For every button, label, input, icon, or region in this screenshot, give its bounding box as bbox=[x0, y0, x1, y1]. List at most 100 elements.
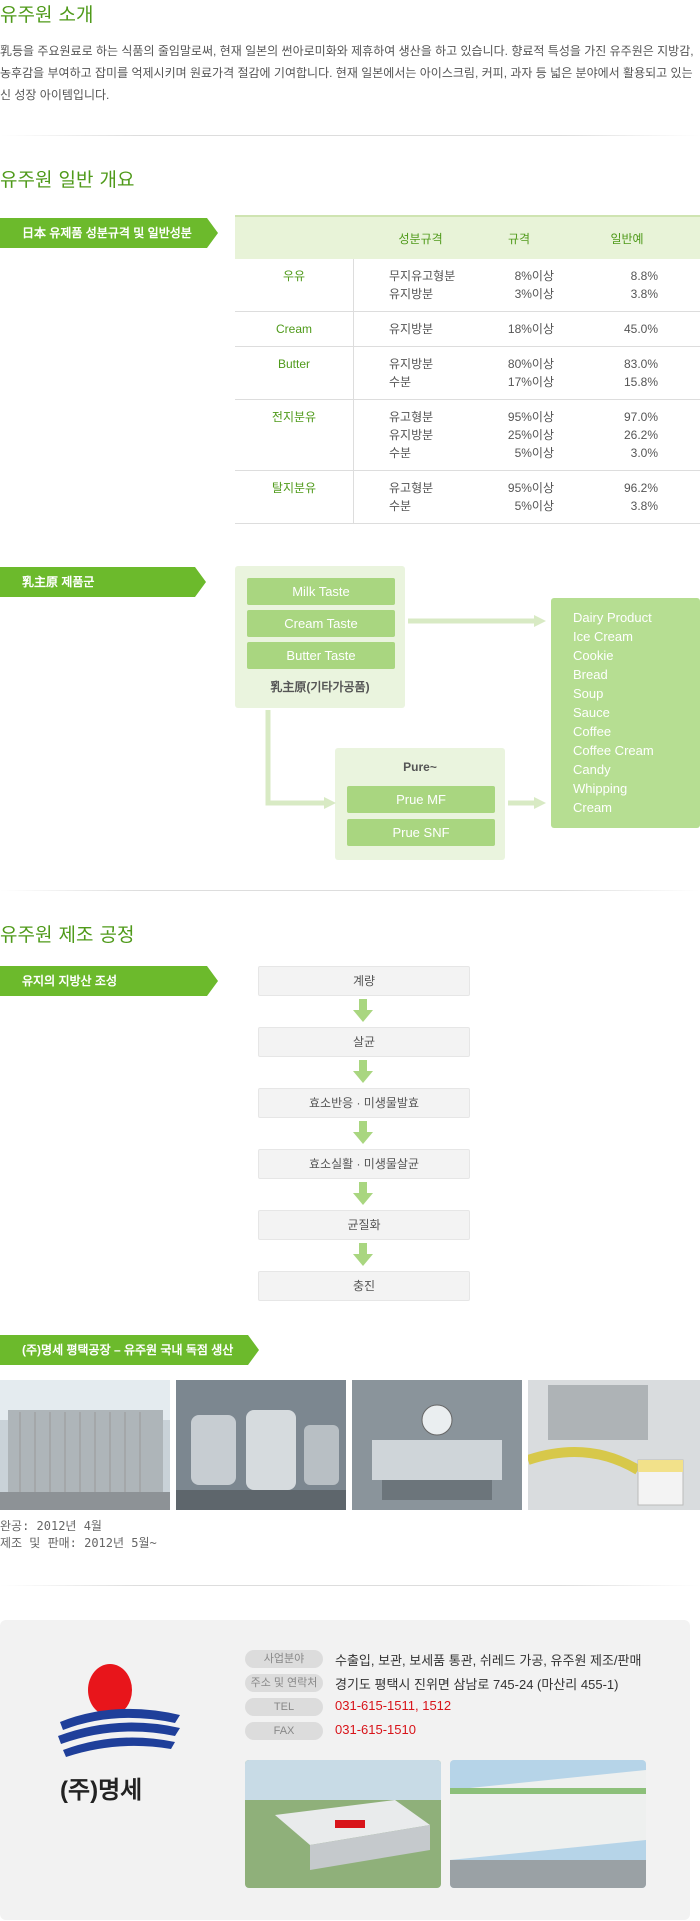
taste-item: Cream Taste bbox=[247, 610, 395, 637]
info-label: TEL bbox=[245, 1698, 323, 1716]
tag-background bbox=[0, 567, 206, 597]
spec-cell: 96.2% 3.8% bbox=[554, 470, 700, 524]
info-label: FAX bbox=[245, 1722, 323, 1740]
pure-title: Pure~ bbox=[403, 760, 437, 774]
info-label: 주소 및 연락처 bbox=[245, 1674, 323, 1692]
overview-title: 유주원 일반 개요 bbox=[0, 169, 135, 191]
spec-cell-line: 3.8% bbox=[630, 287, 658, 301]
header-cell: 성분규격 bbox=[353, 215, 484, 259]
pure-item: Prue MF bbox=[347, 786, 495, 813]
process-arrow-icon bbox=[353, 999, 373, 1022]
spec-cell: 전지분유 bbox=[235, 399, 354, 471]
intro-text: 乳등을 주요원료로 하는 식품의 줄임말로써, 현재 일본의 썬아로미화와 제휴… bbox=[0, 44, 694, 102]
pure-item: Prue SNF bbox=[347, 819, 495, 846]
spec-cell: 95%이상 25%이상 5%이상 bbox=[484, 399, 554, 471]
application-item: Coffee Cream bbox=[573, 743, 654, 758]
process-step: 효소반응 · 미생물발효 bbox=[258, 1088, 470, 1118]
application-item: Cream bbox=[573, 800, 613, 815]
products-tag-label: 乳主原 제품군 bbox=[22, 575, 95, 589]
spec-cell-line: 80%이상 bbox=[507, 357, 554, 371]
spec-cell-line: 유고형분 bbox=[389, 481, 434, 495]
tag-background bbox=[0, 1335, 259, 1365]
spec-cell-line: 유지방분 bbox=[389, 357, 434, 371]
factory-filling-photo bbox=[528, 1380, 700, 1510]
header-cell: 일반예 bbox=[554, 215, 700, 259]
spec-cell: 45.0% bbox=[554, 311, 700, 347]
intro-title: 유주원 소개 bbox=[0, 4, 94, 26]
application-item: Sauce bbox=[573, 705, 610, 720]
spec-cell-line: 무지유고형분 bbox=[389, 269, 456, 283]
spec-cell-line: 26.2% bbox=[623, 428, 658, 442]
taste-item: Butter Taste bbox=[247, 642, 395, 669]
spec-cell-line: 18%이상 bbox=[507, 322, 554, 336]
factory-info: 완공: 2012년 4월 제조 및 판매: 2012년 5월~ bbox=[0, 1518, 157, 1552]
spec-tag-label: 日本 유제품 성분규격 및 일반성분 bbox=[22, 226, 192, 240]
spec-cell: 95%이상 5%이상 bbox=[484, 470, 554, 524]
spec-cell: 탈지분유 bbox=[235, 470, 354, 524]
spec-cell-line: 5%이상 bbox=[514, 499, 554, 513]
factory-tag: (주)명세 평택공장 – 유주원 국내 독점 생산 bbox=[0, 1335, 262, 1365]
taste-item: Milk Taste bbox=[247, 578, 395, 605]
process-arrow-icon bbox=[353, 1060, 373, 1083]
spec-cell: 18%이상 bbox=[484, 311, 554, 347]
factory-completed: 완공: 2012년 4월 bbox=[0, 1519, 102, 1533]
spec-cell-line: 5%이상 bbox=[514, 446, 554, 460]
spec-cell-line: 83.0% bbox=[623, 357, 658, 371]
process-arrow-icon bbox=[353, 1243, 373, 1266]
spec-tag: 日本 유제품 성분규격 및 일반성분 bbox=[0, 218, 220, 248]
spec-table-header: 성분규격 규격 일반예 bbox=[235, 215, 700, 259]
spec-cell-line: 97.0% bbox=[623, 410, 658, 424]
company-logo bbox=[58, 1664, 180, 1757]
spec-cell: Butter bbox=[235, 346, 354, 400]
header-cell bbox=[235, 215, 354, 259]
info-address: 경기도 평택시 진위면 삼남로 745-24 (마산리 455-1) bbox=[335, 1677, 619, 1692]
factory-aerial-photo bbox=[245, 1760, 441, 1888]
info-tel: 031-615-1511, 1512 bbox=[335, 1698, 452, 1713]
application-item: Bread bbox=[573, 667, 608, 682]
spec-cell: 유지방분 bbox=[353, 311, 484, 347]
process-step: 계량 bbox=[258, 966, 470, 996]
spec-cell: 8.8% 3.8% bbox=[554, 259, 700, 312]
header-cell: 규격 bbox=[484, 215, 554, 259]
info-business: 수출입, 보관, 보세품 통관, 쉬레드 가공, 유주원 제조/판매 bbox=[335, 1653, 642, 1668]
spec-cell-line: 8.8% bbox=[630, 269, 658, 283]
spec-cell-line: 25%이상 bbox=[507, 428, 554, 442]
spec-cell-line: 96.2% bbox=[623, 481, 658, 495]
spec-cell-line: 95%이상 bbox=[507, 410, 554, 424]
spec-cell-line: 95%이상 bbox=[507, 481, 554, 495]
factory-sales: 제조 및 판매: 2012년 5월~ bbox=[0, 1536, 157, 1550]
application-item: Soup bbox=[573, 686, 604, 701]
spec-cell: 97.0%26.2%3.0% bbox=[554, 399, 700, 471]
info-fax: 031-615-1510 bbox=[335, 1722, 416, 1737]
process-step: 효소실활 · 미생물살균 bbox=[258, 1149, 470, 1179]
process-step: 살균 bbox=[258, 1027, 470, 1057]
spec-cell-line: 45.0% bbox=[623, 322, 658, 336]
factory-exterior-photo bbox=[0, 1380, 170, 1510]
group-label: 乳主原(기타가공품) bbox=[270, 680, 370, 694]
spec-cell-line: 3.8% bbox=[630, 499, 658, 513]
factory-dock-photo bbox=[450, 1760, 646, 1888]
flow-arrows bbox=[265, 615, 546, 809]
spec-cell: 83.0% 15.8% bbox=[554, 346, 700, 400]
company-name: (주)명세 bbox=[60, 1777, 143, 1804]
process-tag: 유지의 지방산 조성 bbox=[0, 966, 220, 996]
divider bbox=[0, 1585, 700, 1586]
spec-cell-line: 15.8% bbox=[623, 375, 658, 389]
application-item: Dairy Product bbox=[573, 610, 652, 625]
application-item: Ice Cream bbox=[573, 629, 633, 644]
tag-background bbox=[0, 218, 218, 248]
products-tag: 乳主原 제품군 bbox=[0, 567, 210, 597]
spec-cell: 우유 bbox=[235, 259, 354, 312]
process-arrow-icon bbox=[353, 1121, 373, 1144]
process-title: 유주원 제조 공정 bbox=[0, 924, 135, 946]
spec-cell-line: 8%이상 bbox=[514, 269, 554, 283]
spec-cell-line: 유지방분 bbox=[389, 428, 434, 442]
